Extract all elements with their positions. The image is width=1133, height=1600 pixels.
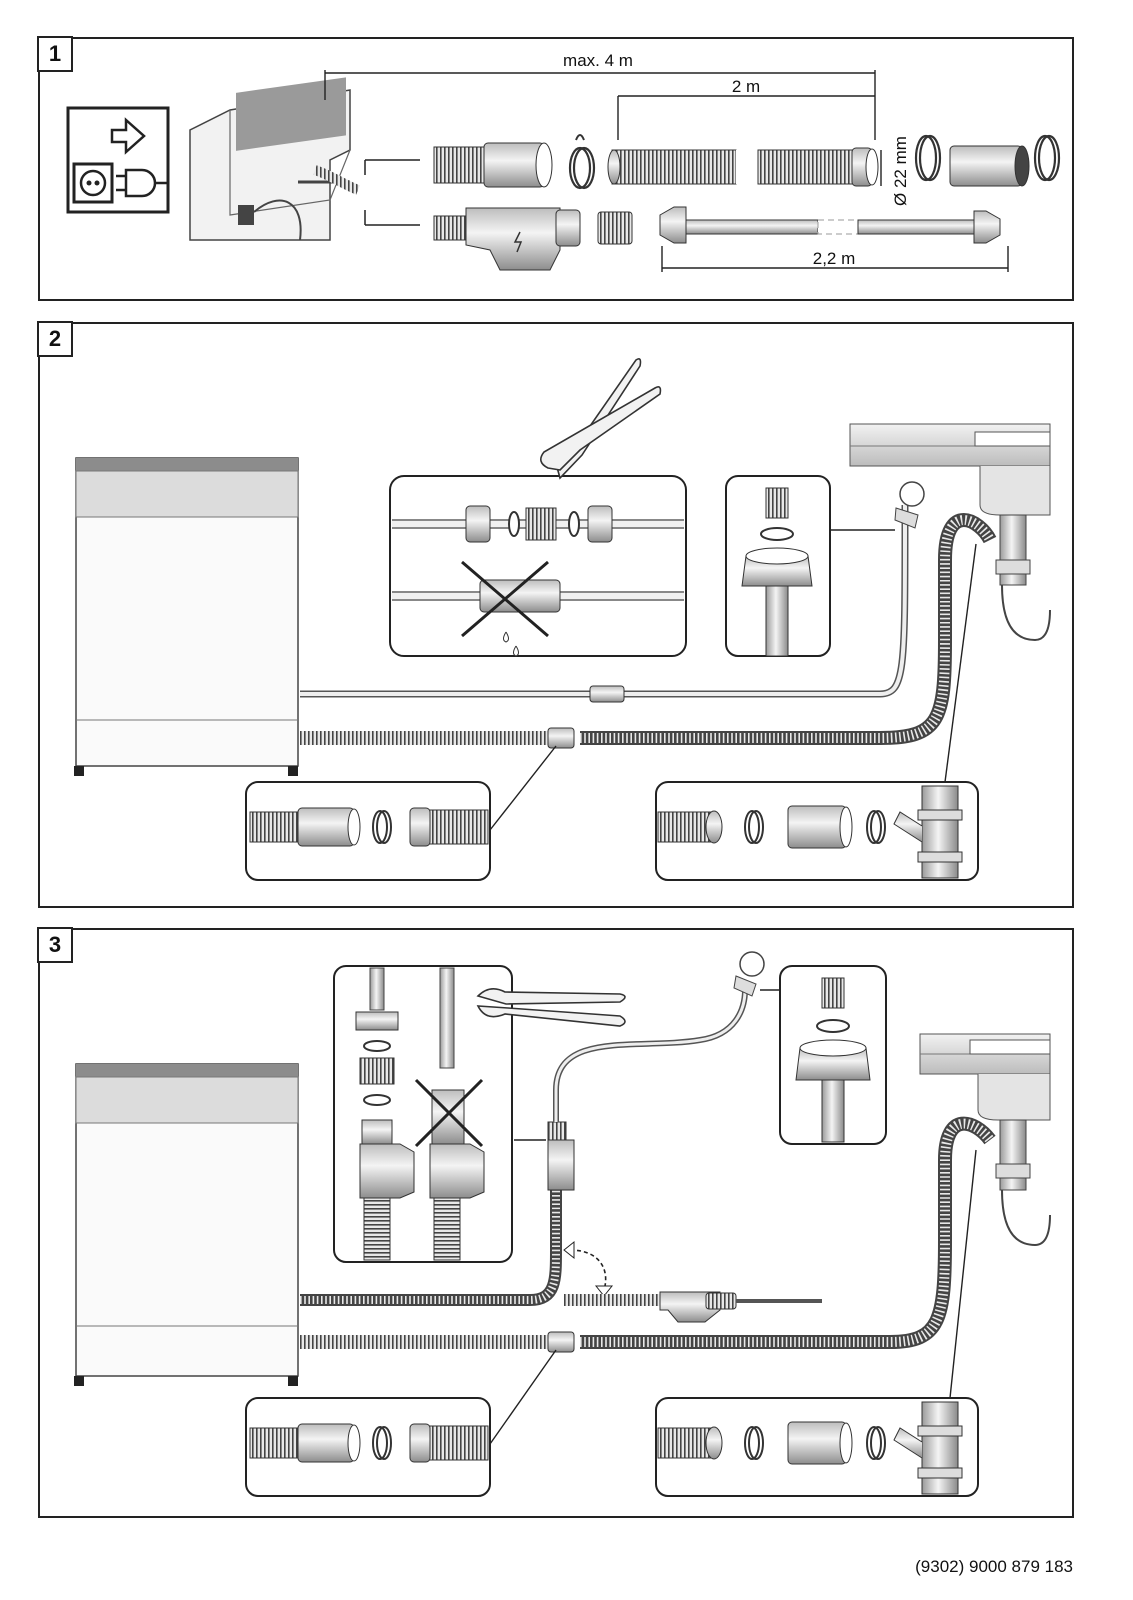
document-code: (9302) 9000 879 183 bbox=[915, 1557, 1073, 1577]
step-3-panel bbox=[38, 928, 1074, 1518]
step-3-number: 3 bbox=[37, 927, 73, 963]
step-1-number: 1 bbox=[37, 36, 73, 72]
step-2-panel bbox=[38, 322, 1074, 908]
step-1-panel bbox=[38, 37, 1074, 301]
step-2-number: 2 bbox=[37, 321, 73, 357]
